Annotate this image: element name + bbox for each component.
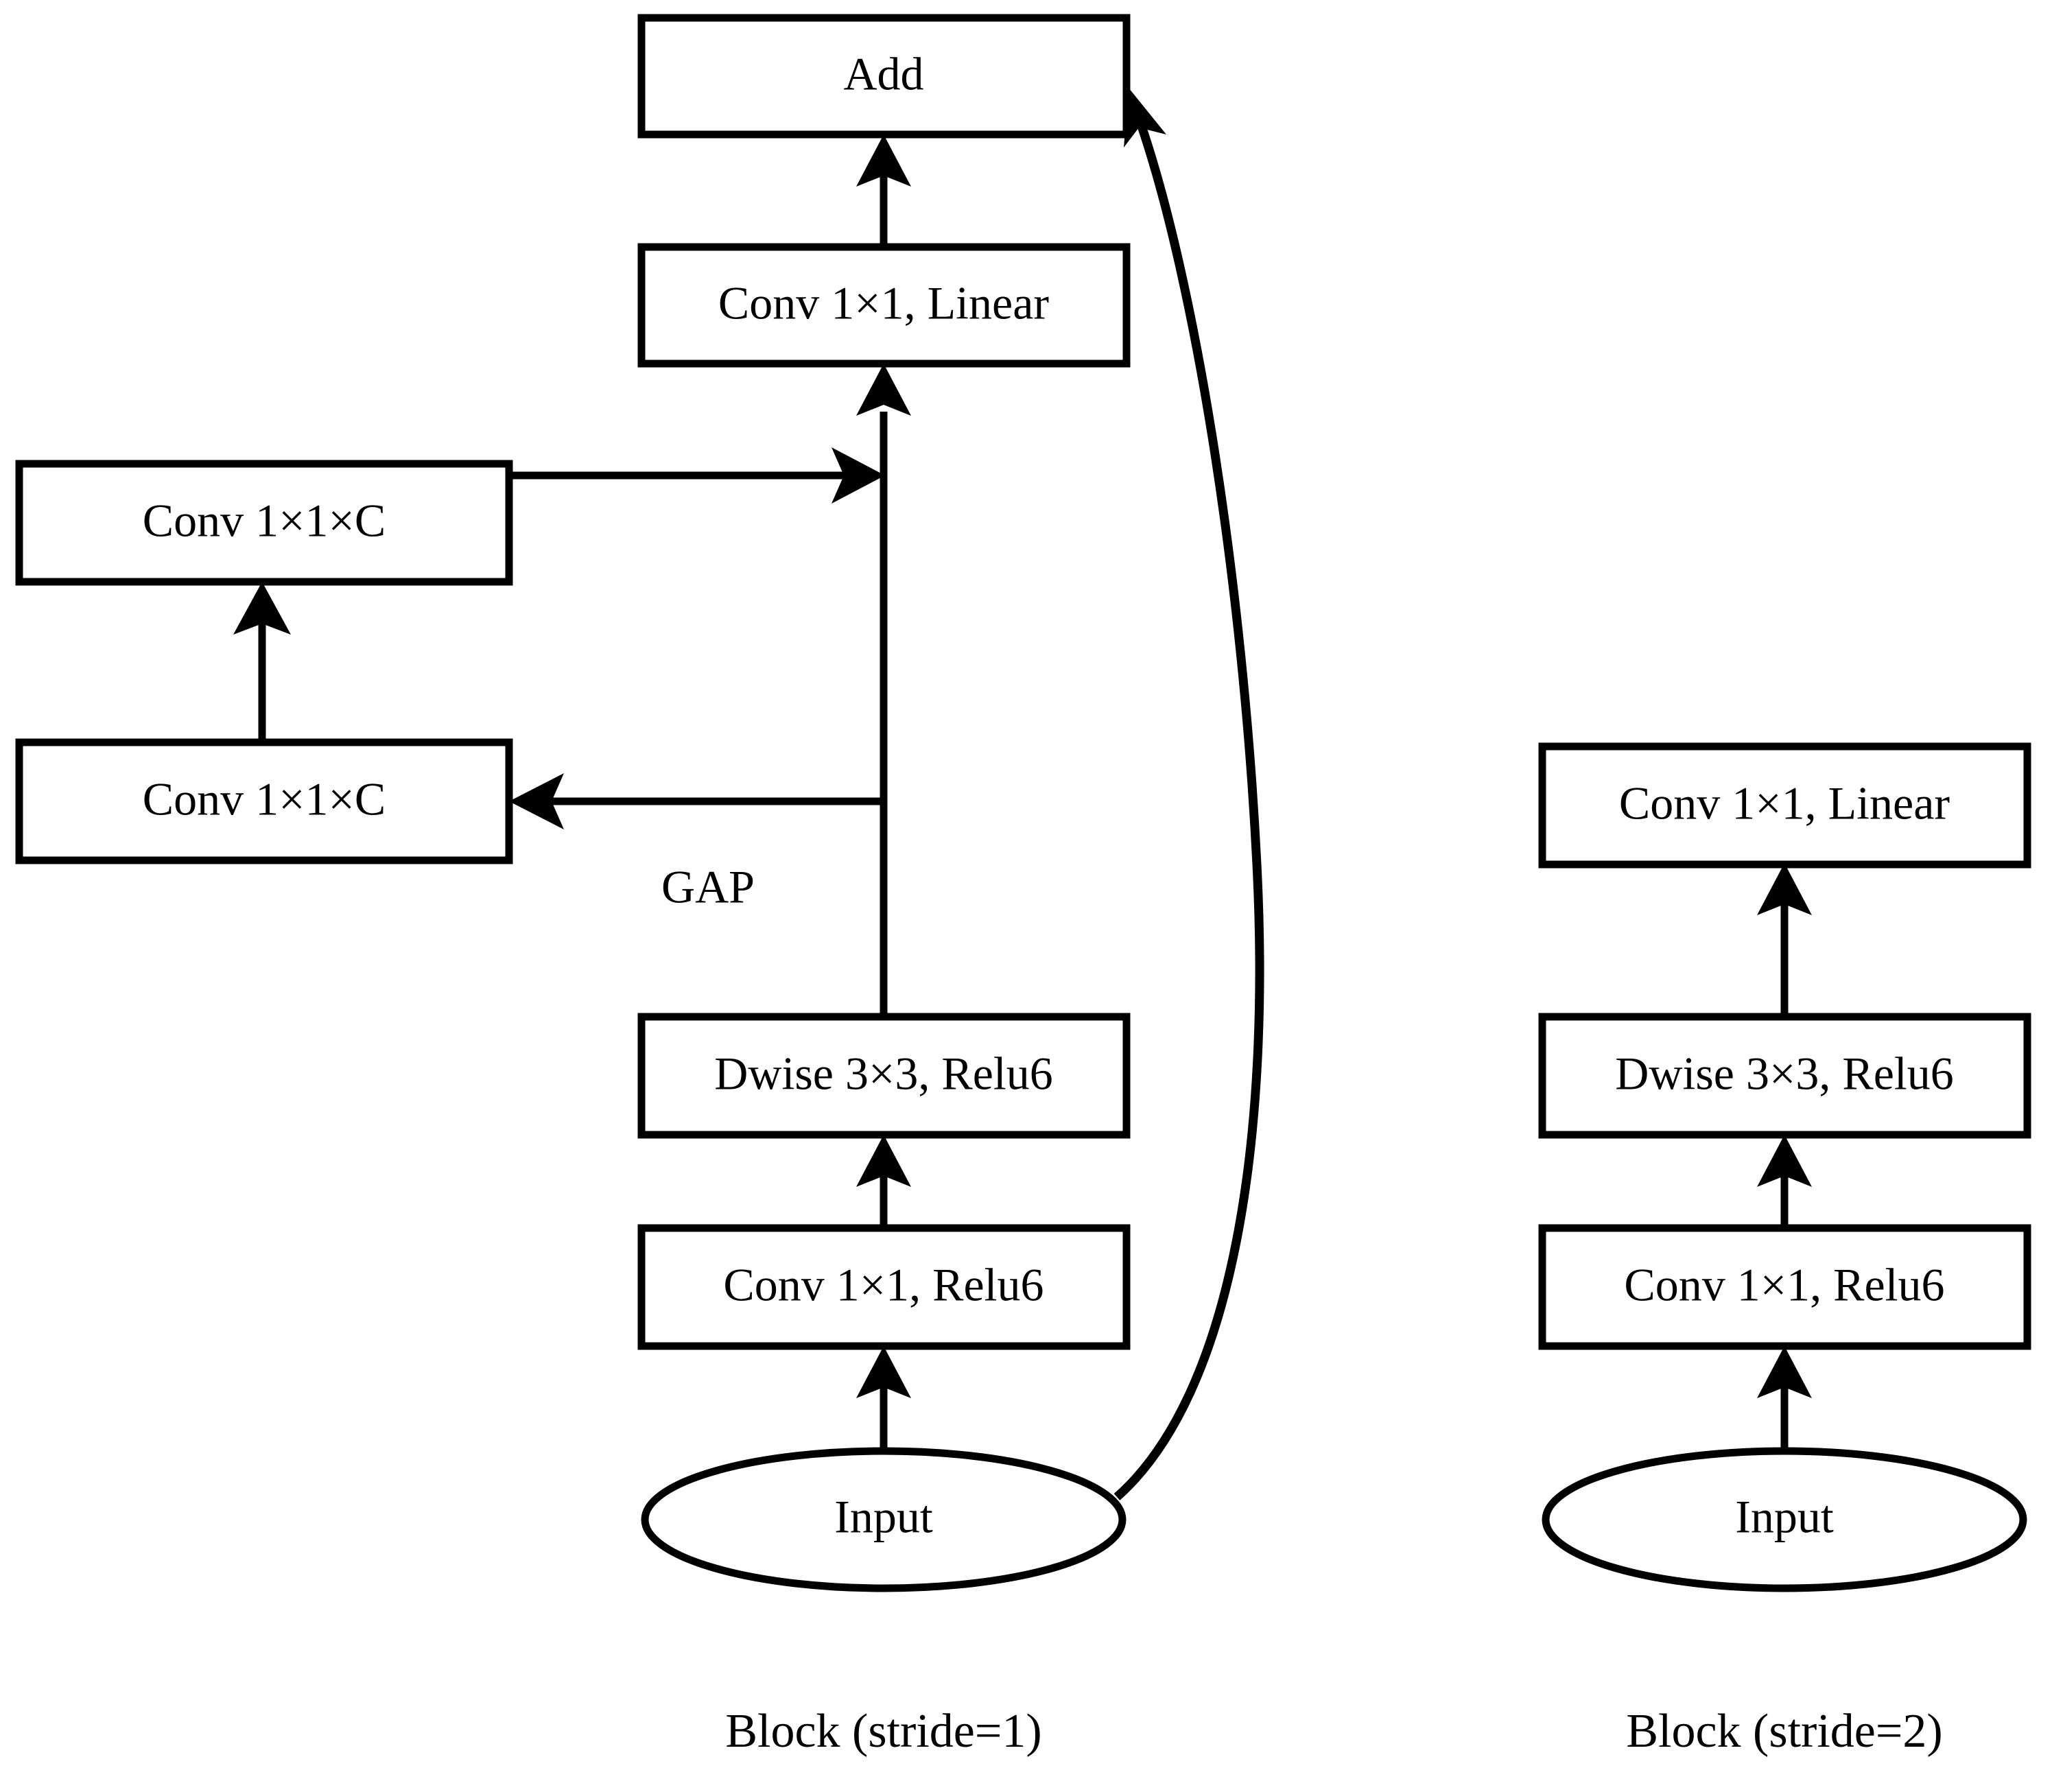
add-box-shape [637, 14, 1131, 139]
node-dwise-left: Dwise 3×3, Relu6 [637, 1013, 1131, 1139]
node-conv1x1-relu6-left: Conv 1×1, Relu6 [637, 1224, 1131, 1350]
arrow-head-up-to-dwise-left [856, 1135, 911, 1187]
conv1x1-relu6-right-box-label: Conv 1×1, Relu6 [1624, 1259, 1944, 1311]
caption-stride-1: Block (stride=1) [725, 1705, 1041, 1758]
node-dwise-right: Dwise 3×3, Relu6 [1538, 1013, 2031, 1139]
node-se-conv-top: Conv 1×1×C [15, 460, 513, 586]
edge-conv-relu-to-dwise-left [856, 1135, 911, 1228]
caption-stride-2: Block (stride=2) [1626, 1705, 1942, 1758]
edge-input-to-conv-relu-left [856, 1346, 911, 1451]
node-conv1x1-linear-left: Conv 1×1, Linear [637, 243, 1131, 368]
dwise-right-box-label: Dwise 3×3, Relu6 [1615, 1048, 1954, 1100]
conv1x1-relu6-right-box-shape [1538, 1224, 2031, 1350]
node-add: Add [637, 14, 1131, 139]
node-input-left: Input [641, 1447, 1127, 1592]
conv1x1-linear-right-box-label: Conv 1×1, Linear [1619, 777, 1950, 829]
edge-se-bottom-to-se-top [233, 582, 291, 742]
arrow-head-left-to-se-bottom [509, 773, 564, 829]
conv1x1-linear-right-box-shape [1538, 742, 2031, 869]
arrow-head-up-to-conv-linear-right [1757, 863, 1812, 915]
conv1x1-linear-box-shape [637, 243, 1131, 368]
conv1x1-relu6-box-shape [637, 1224, 1131, 1350]
edge-dwise-to-conv-linear-right [1757, 863, 1812, 1017]
arrow-head-up-to-se-top [233, 582, 291, 635]
input-ellipse-right-shape [1542, 1447, 2027, 1592]
arrow-head-skip-to-add [1124, 88, 1166, 148]
input-ellipse-shape [641, 1447, 1127, 1592]
node-input-right: Input [1542, 1447, 2027, 1592]
arrow-head-up-to-conv-linear [856, 364, 911, 416]
arrow-head-up-to-conv-relu-right [1757, 1346, 1812, 1398]
se-conv-top-box-label: Conv 1×1×C [143, 495, 386, 547]
se-conv-bottom-box-shape [15, 738, 513, 864]
dwise-right-box-shape [1538, 1013, 2031, 1139]
edge-curve-skip-connection [1113, 120, 1264, 1500]
dwise-box-shape [637, 1013, 1131, 1139]
arrow-head-up-to-add [856, 134, 911, 187]
node-conv1x1-linear-right: Conv 1×1, Linear [1538, 742, 2031, 869]
arrow-head-right-to-trunk [832, 447, 885, 504]
input-ellipse-right-label: Input [1735, 1491, 1834, 1543]
edge-conv-relu-to-dwise-right [1757, 1135, 1812, 1228]
input-ellipse-label: Input [834, 1491, 933, 1543]
arrow-head-up-to-dwise-right [1757, 1135, 1812, 1187]
edge-input-to-conv-relu-right [1757, 1346, 1812, 1451]
node-conv1x1-relu6-right: Conv 1×1, Relu6 [1538, 1224, 2031, 1350]
conv1x1-linear-box-label: Conv 1×1, Linear [718, 277, 1049, 329]
node-se-conv-bottom: Conv 1×1×C [15, 738, 513, 864]
edge-conv-linear-to-add [856, 134, 911, 247]
edge-skip-input-to-add [1113, 88, 1264, 1500]
arrow-head-up-to-conv-relu-left [856, 1346, 911, 1398]
dwise-box-label: Dwise 3×3, Relu6 [714, 1048, 1053, 1100]
conv1x1-relu6-box-label: Conv 1×1, Relu6 [723, 1259, 1043, 1311]
add-box-label: Add [843, 48, 923, 100]
edge-se-top-to-trunk [509, 447, 885, 504]
se-conv-top-box-shape [15, 460, 513, 586]
se-conv-bottom-box-label: Conv 1×1×C [143, 773, 386, 825]
edge-trunk-to-se-bottom [509, 773, 884, 829]
gap-label: GAP [661, 861, 755, 913]
